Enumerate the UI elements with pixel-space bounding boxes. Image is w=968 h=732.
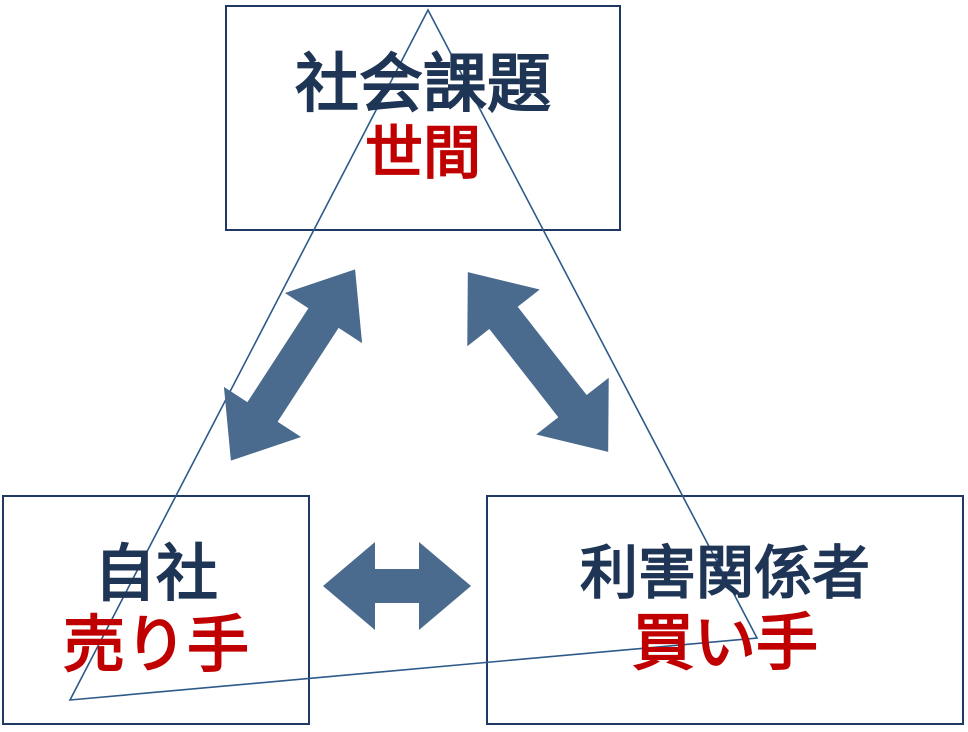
node-title: 社会課題 [295,47,551,120]
node-subtitle: 売り手 [62,611,249,680]
node-title: 利害関係者 [579,541,870,606]
node-subtitle: 買い手 [631,608,818,678]
node-social-issue: 社会課題 世間 [225,5,621,231]
node-title: 自社 [93,539,218,609]
node-stakeholders: 利害関係者 買い手 [486,495,964,725]
double-arrow-icon-top-left [223,269,363,461]
node-subtitle: 世間 [364,121,481,187]
node-own-company: 自社 売り手 [2,495,310,725]
double-arrow-icon-top-right [467,272,609,452]
double-arrow-icon-bottom [323,542,471,630]
